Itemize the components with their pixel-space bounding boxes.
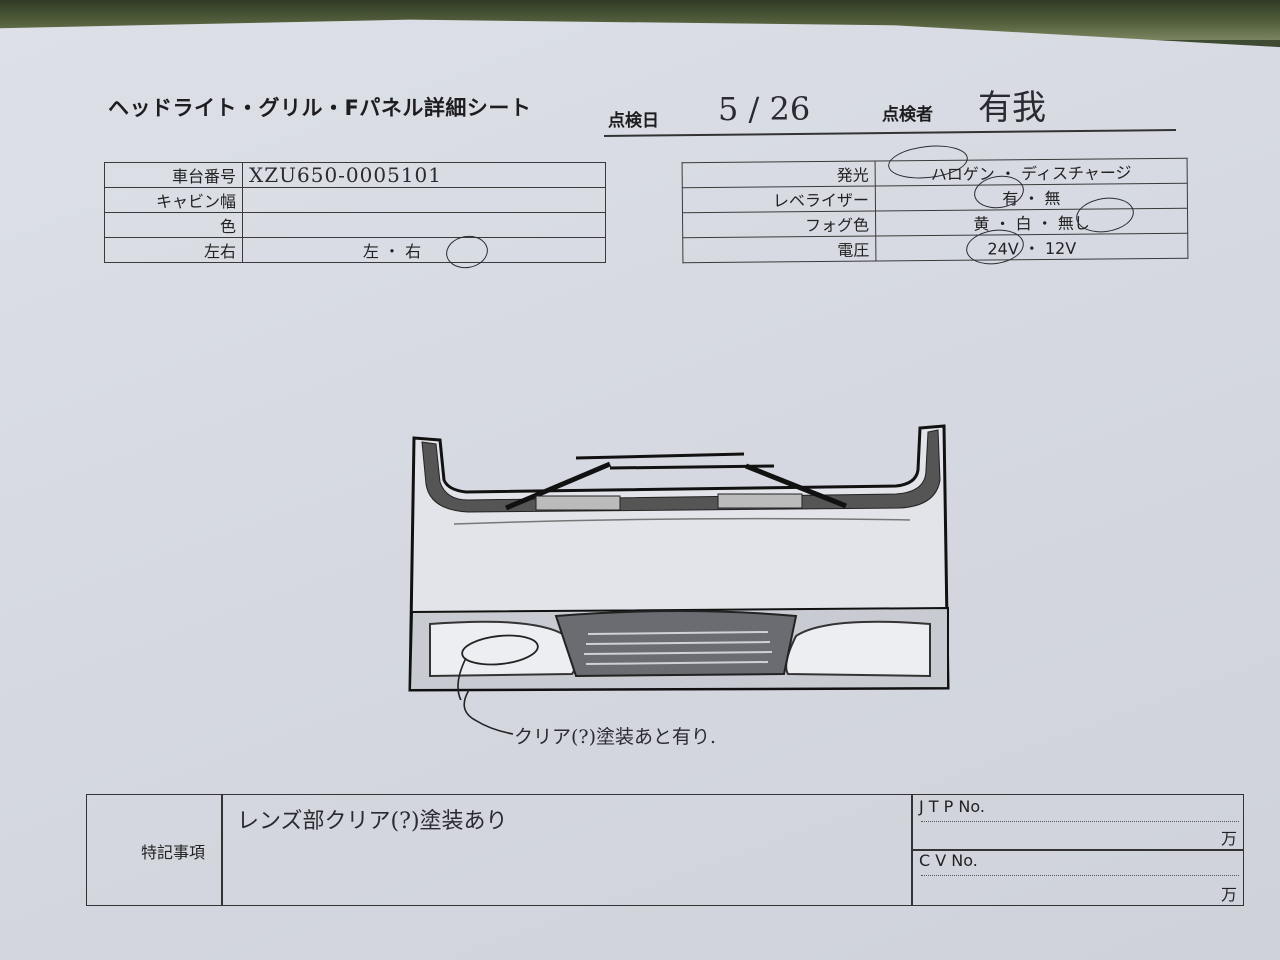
side-value: 左 ・ 右 — [242, 237, 606, 263]
cabin-width-value — [242, 187, 606, 213]
cabin-width-label: キャビン幅 — [104, 187, 243, 213]
vehicle-table: 車台番号 XZU650-0005101 キャビン幅 色 左右 左 ・ 右 — [104, 162, 606, 263]
remarks-text: レンズ部クリア(?)塗装あり — [237, 809, 508, 834]
number-row-divider — [911, 849, 1243, 851]
side-label: 左右 — [104, 237, 243, 263]
wiper-arm-right — [745, 463, 847, 509]
jtp-dotted-line — [921, 821, 1239, 822]
voltage-value: 24V ・ 12V — [875, 233, 1188, 262]
grille-slats — [583, 631, 773, 665]
jtp-unit: 万 — [1221, 829, 1238, 848]
emission-label: 発光 — [682, 161, 876, 188]
cv-dotted-line — [921, 875, 1239, 876]
wiper-pivot-left — [535, 495, 621, 511]
headlight-left — [429, 620, 576, 678]
sheet-title: ヘッドライト・グリル・Fパネル詳細シート — [108, 96, 532, 120]
diagram-annotation: クリア(?)塗装あと有り. — [514, 726, 717, 748]
color-value — [242, 212, 606, 238]
callout-tail — [463, 690, 514, 735]
fog-color-label: フォグ色 — [682, 211, 876, 238]
inspector-label: 点検者 — [882, 105, 933, 125]
windshield-trim — [421, 429, 941, 513]
remarks-label: 特記事項 — [141, 843, 206, 862]
jtp-label: J T P No. — [919, 797, 985, 816]
cv-label: C V No. — [919, 851, 978, 870]
table-row: キャビン幅 — [104, 187, 606, 213]
leveler-value: 有 ・ 無 — [875, 183, 1188, 212]
callout-line — [457, 657, 467, 700]
table-row: 左右 左 ・ 右 — [104, 237, 606, 263]
wiper-blade-upper — [575, 452, 745, 460]
cab-front-diagram — [408, 424, 950, 700]
vehicle-no-value: XZU650-0005101 — [242, 162, 606, 188]
headlight-right — [785, 620, 931, 678]
cv-unit: 万 — [1221, 885, 1238, 904]
inspection-date-value: 5 / 26 — [718, 90, 811, 128]
leveler-label: レベライザー — [682, 186, 876, 213]
defect-circle — [461, 634, 539, 666]
remarks-divider — [221, 795, 223, 905]
wiper-arm-left — [505, 461, 611, 511]
panel-crease — [453, 517, 911, 525]
table-row: 電圧 24V ・ 12V — [682, 233, 1188, 263]
table-row: 色 — [104, 212, 606, 238]
color-label: 色 — [104, 212, 243, 238]
voltage-label: 電圧 — [682, 236, 876, 263]
inspection-date-label: 点検日 — [608, 111, 659, 131]
fog-color-value: 黄 ・ 白 ・ 無し — [875, 208, 1188, 237]
inspector-value: 有我 — [978, 88, 1046, 128]
vehicle-no-label: 車台番号 — [104, 162, 243, 188]
table-row: 車台番号 XZU650-0005101 — [104, 162, 606, 188]
wiper-pivot-right — [717, 493, 803, 509]
remarks-box: 特記事項 レンズ部クリア(?)塗装あり J T P No. 万 C V No. … — [86, 794, 1244, 906]
